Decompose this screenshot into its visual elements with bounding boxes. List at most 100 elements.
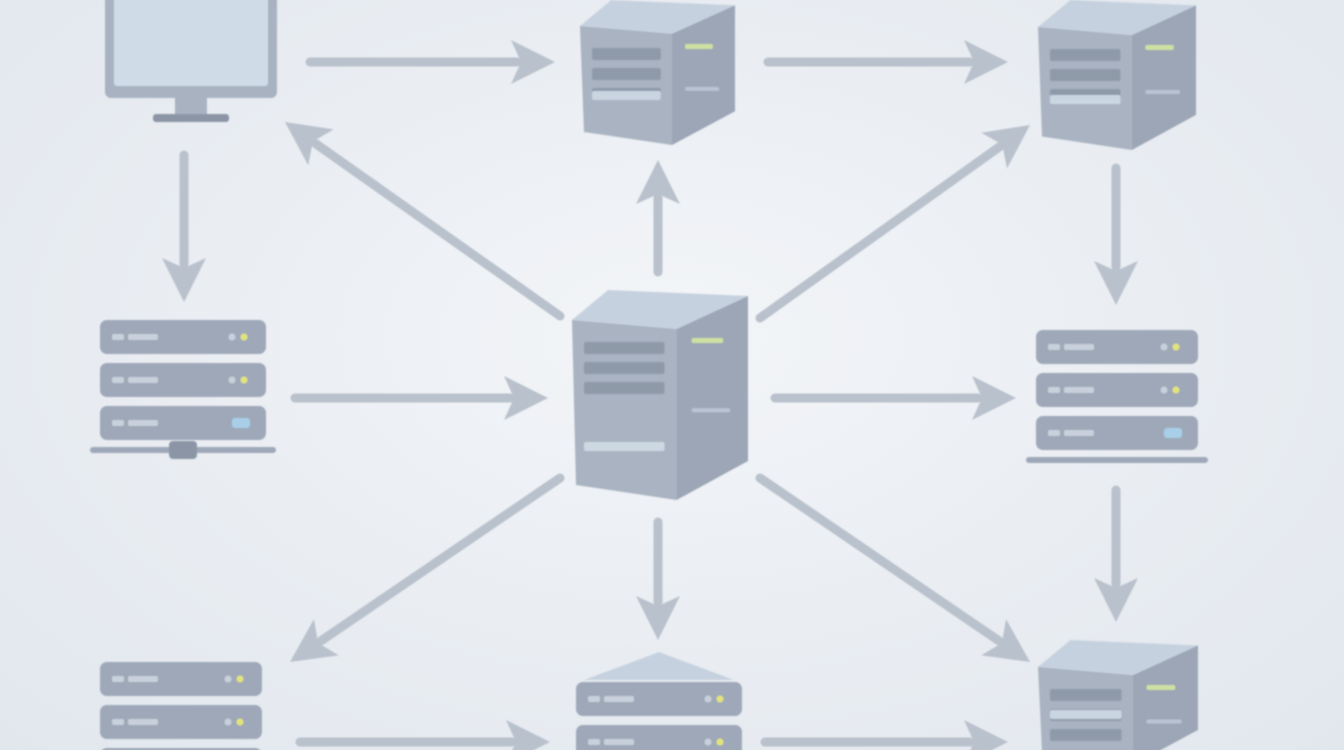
connector-workstation-to-rack-mid-left xyxy=(162,150,206,302)
port-icon xyxy=(588,696,600,702)
drive-slot xyxy=(592,48,661,60)
connector-server-top-right-to-rack-mid-right xyxy=(1094,163,1138,305)
server-tower-icon xyxy=(1038,0,1196,151)
port-icon xyxy=(1048,387,1060,393)
server-tower-icon xyxy=(580,0,735,146)
rack-unit-body xyxy=(100,705,262,739)
rack-unit-body xyxy=(100,320,266,354)
node-server-top-right xyxy=(1038,0,1196,151)
status-led-icon xyxy=(716,738,724,746)
node-rack-bottom-center xyxy=(576,652,742,750)
arrowhead-icon xyxy=(1094,578,1138,622)
status-led-icon xyxy=(704,738,712,746)
connector-line xyxy=(311,139,565,321)
connector-hub-center-to-server-top-center xyxy=(636,160,680,277)
connections xyxy=(162,40,1138,750)
status-led-icon xyxy=(240,376,248,384)
arrowhead-icon xyxy=(506,720,550,750)
connector-hub-center-to-server-bottom-right xyxy=(755,473,1030,662)
arrowhead-icon xyxy=(162,258,206,302)
port-icon xyxy=(112,719,124,725)
arrowhead-icon xyxy=(636,596,680,640)
side-vent xyxy=(685,86,720,91)
side-vent xyxy=(691,408,731,413)
rack-unit-body xyxy=(100,363,266,397)
port-icon xyxy=(1064,344,1094,350)
rack-unit xyxy=(100,320,266,354)
node-rack-bottom-left xyxy=(100,662,262,750)
rack-base-bar xyxy=(1026,457,1208,463)
status-led-icon xyxy=(1164,428,1182,438)
port-icon xyxy=(112,334,124,340)
arrowhead-icon xyxy=(511,40,555,84)
nodes xyxy=(90,0,1208,750)
rack-unit xyxy=(100,363,266,397)
arrowhead-icon xyxy=(964,40,1008,84)
arrowhead-icon xyxy=(981,619,1030,662)
status-led-icon xyxy=(240,333,248,341)
arrowhead-icon xyxy=(636,160,680,204)
tower-side-face xyxy=(1133,645,1198,750)
node-rack-mid-right xyxy=(1026,330,1208,463)
port-icon xyxy=(1048,344,1060,350)
arrowhead-icon xyxy=(504,376,548,420)
port-icon xyxy=(604,696,634,702)
port-icon xyxy=(128,377,158,383)
status-led-icon xyxy=(1146,685,1176,690)
server-rack-icon xyxy=(100,662,262,750)
rack-unit-body xyxy=(1036,416,1198,450)
port-icon xyxy=(128,719,158,725)
drive-slot xyxy=(1050,689,1122,701)
connector-hub-center-to-workstation xyxy=(285,122,565,321)
status-led-icon xyxy=(236,718,244,726)
tower-front-face xyxy=(1038,27,1132,150)
server-rack-icon xyxy=(576,652,742,750)
arrowhead-icon xyxy=(285,122,334,166)
tower-top-face xyxy=(580,0,735,34)
rack-unit-body xyxy=(100,662,262,696)
port-icon xyxy=(1048,430,1060,436)
status-led-icon xyxy=(1172,386,1180,394)
rack-unit xyxy=(576,682,742,716)
connector-hub-center-to-rack-bottom-left xyxy=(290,473,565,662)
port-icon xyxy=(112,420,124,426)
rack-unit-body xyxy=(576,725,742,750)
status-led-icon xyxy=(224,718,232,726)
status-led-icon xyxy=(236,675,244,683)
arrowhead-icon xyxy=(964,720,1008,750)
arrowhead-icon xyxy=(1094,261,1138,305)
port-icon xyxy=(1064,430,1094,436)
tower-vent xyxy=(584,442,665,451)
port-icon xyxy=(588,739,600,745)
monitor-stand xyxy=(153,114,229,122)
arrowhead-icon xyxy=(290,619,339,662)
status-led-icon xyxy=(716,695,724,703)
port-icon xyxy=(128,334,158,340)
rack-unit xyxy=(100,705,262,739)
network-port-icon xyxy=(169,441,197,459)
rack-cap xyxy=(584,652,734,680)
rack-unit xyxy=(1036,373,1198,407)
drive-slot xyxy=(584,382,665,394)
node-workstation xyxy=(105,0,277,122)
rack-unit xyxy=(1036,416,1198,450)
monitor-screen xyxy=(114,0,268,86)
server-tower-icon xyxy=(572,290,748,500)
status-led-icon xyxy=(691,338,724,343)
tower-side-face xyxy=(672,5,735,146)
tower-vent xyxy=(1050,710,1122,719)
connector-server-top-center-to-server-top-right xyxy=(763,40,1008,84)
monitor-neck xyxy=(175,98,207,116)
rack-unit xyxy=(100,406,266,440)
tower-top-face xyxy=(1038,640,1198,676)
connector-workstation-to-server-top-center xyxy=(305,40,555,84)
status-led-icon xyxy=(704,695,712,703)
connector-rack-mid-right-to-server-bottom-right xyxy=(1094,485,1138,622)
connector-rack-mid-left-to-hub-center xyxy=(290,376,548,420)
drive-slot xyxy=(1050,49,1121,61)
side-vent xyxy=(1145,90,1181,94)
server-rack-icon xyxy=(1026,330,1208,463)
drive-slot xyxy=(1050,69,1121,81)
